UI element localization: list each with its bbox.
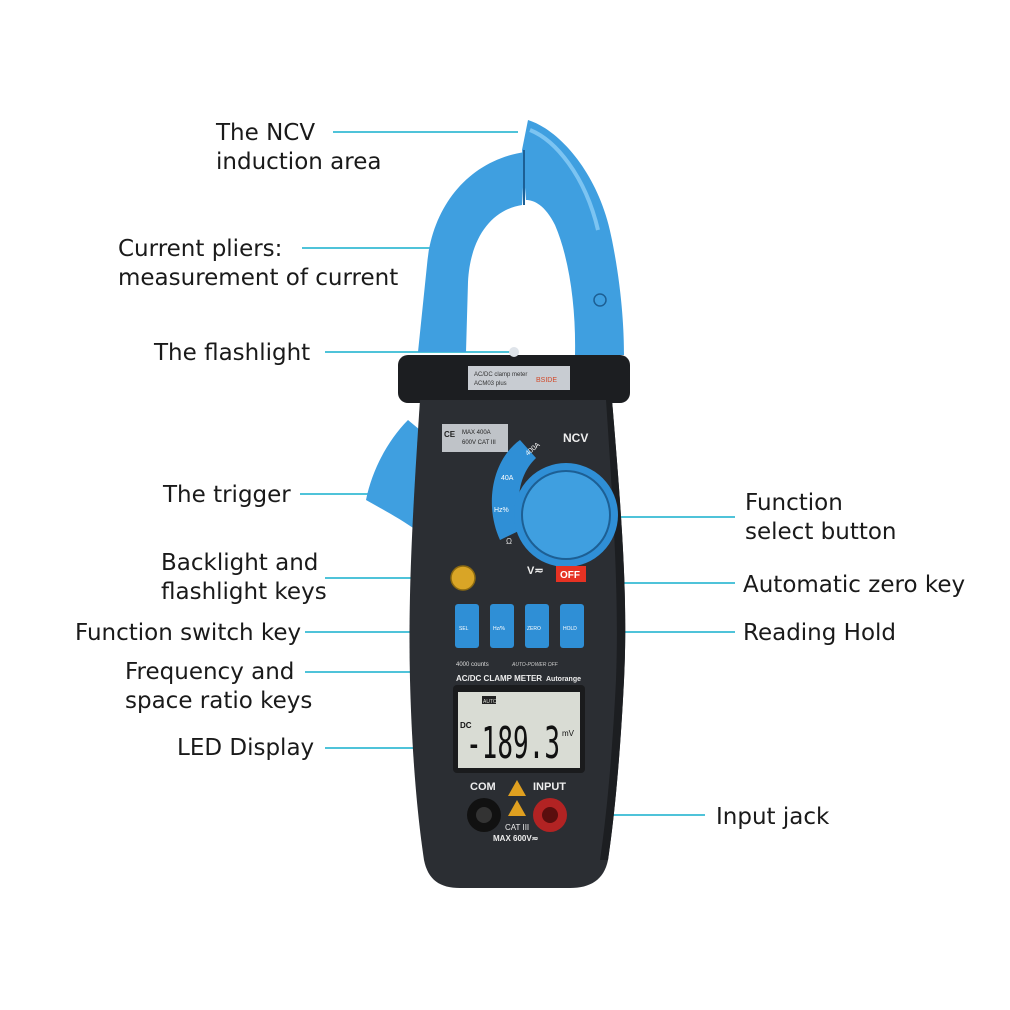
rating-line2: 600V CAT III <box>462 440 496 446</box>
callout-flashlight: The flashlight <box>154 340 311 366</box>
right-grip <box>600 400 626 860</box>
top-label-line1: AC/DC clamp meter <box>474 372 527 378</box>
zero-key[interactable] <box>525 604 549 648</box>
max-label: MAX 600V≂ <box>493 834 539 843</box>
lcd-mode: DC <box>460 721 472 730</box>
autorange-text: Autorange <box>546 676 581 683</box>
meter-text: AC/DC clamp meter ACM03 plus BSIDE CE MA… <box>444 372 588 843</box>
lcd-screen <box>458 692 580 768</box>
left-jaw <box>418 152 525 352</box>
current-pliers <box>418 120 624 355</box>
callout-trigger: The trigger <box>163 482 291 508</box>
dial-label-volt: V≂ <box>527 565 544 577</box>
dial-label-40a: 40A <box>501 475 514 482</box>
rating-plate <box>442 424 508 452</box>
ce-mark: CE <box>444 430 456 439</box>
warning-icon-2 <box>508 800 526 816</box>
sel-key[interactable] <box>455 604 479 648</box>
right-jaw <box>522 120 624 355</box>
function-buttons <box>455 604 584 648</box>
counts-text: 4000 counts <box>456 662 489 668</box>
dial-knob-inner <box>521 470 611 560</box>
dial-blue-arc <box>491 440 536 540</box>
callout-frequency: Frequency and space ratio keys <box>125 659 313 714</box>
lcd-auto-badge <box>482 696 496 704</box>
callout-input-jack: Input jack <box>716 804 830 830</box>
jaw-highlight <box>529 128 600 231</box>
trigger <box>366 420 420 530</box>
warning-icon <box>508 780 526 796</box>
callout-auto-zero: Automatic zero key <box>743 572 966 598</box>
hold-key-label: HOLD <box>563 626 577 632</box>
zero-key-label: ZERO <box>527 626 541 632</box>
dial-label-ncv: NCV <box>563 431 588 445</box>
flashlight-lens <box>509 347 519 357</box>
ncv-mark <box>593 293 607 307</box>
callout-reading-hold: Reading Hold <box>743 620 897 646</box>
hz-key[interactable] <box>490 604 514 648</box>
backlight-key[interactable] <box>450 565 476 591</box>
lcd-auto: AUTO <box>483 699 497 705</box>
hz-key-label: Hz/% <box>493 626 506 632</box>
dial-label-ohm: Ω <box>506 537 512 546</box>
com-jack-inner <box>476 807 492 823</box>
callout-pliers: Current pliers: measurement of current <box>118 236 399 291</box>
input-jack-inner <box>542 807 558 823</box>
cat-label: CAT III <box>505 823 529 832</box>
brand-logo: BSIDE <box>536 377 557 384</box>
sel-key-label: SEL <box>459 626 469 632</box>
jacks <box>467 780 567 832</box>
lcd-reading: -189.3 <box>466 718 560 769</box>
dial-label-hz: Hz% <box>494 507 509 514</box>
com-label: COM <box>470 781 496 793</box>
top-label-plate <box>468 366 570 390</box>
off-badge <box>556 566 586 582</box>
model-text: AC/DC CLAMP METER <box>456 674 542 683</box>
function-dial[interactable] <box>491 440 618 567</box>
callout-ncv: The NCV induction area <box>216 120 382 175</box>
auto-power-text: AUTO-POWER OFF <box>511 662 559 668</box>
callout-function-select: Function select button <box>745 490 897 545</box>
callout-led-display: LED Display <box>177 735 315 761</box>
rating-line1: MAX 400A <box>462 430 491 436</box>
callout-function-switch: Function switch key <box>75 620 302 646</box>
input-label: INPUT <box>533 781 566 793</box>
callout-backlight: Backlight and flashlight keys <box>161 550 327 605</box>
top-label-line2: ACM03 plus <box>474 381 507 387</box>
lcd-unit: mV <box>562 729 575 738</box>
hold-key[interactable] <box>560 604 584 648</box>
dial-label-off: OFF <box>560 570 580 581</box>
